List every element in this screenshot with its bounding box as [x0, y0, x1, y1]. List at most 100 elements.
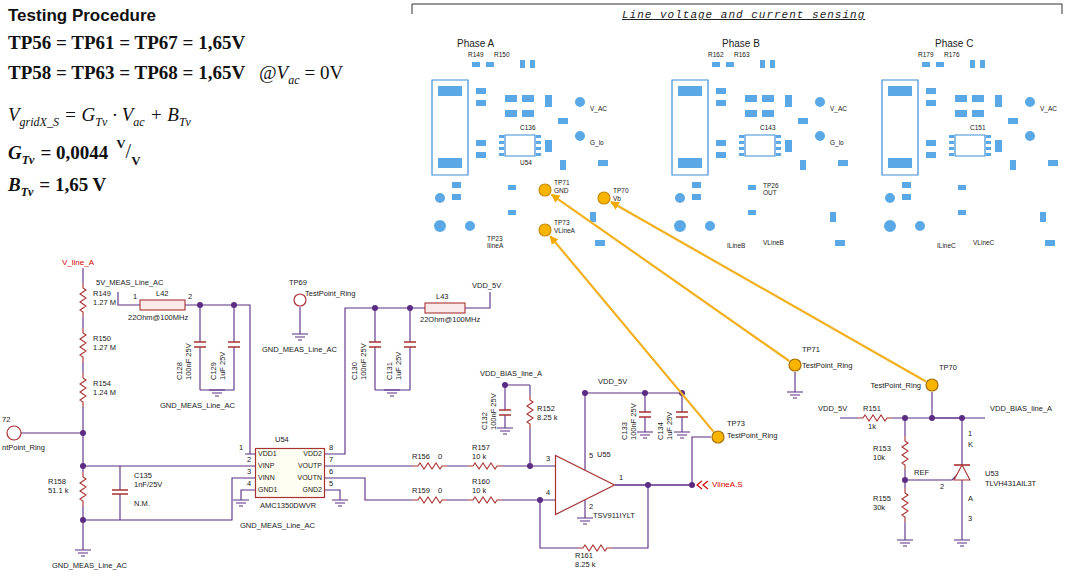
node-text: TestPoint_Ring	[305, 290, 355, 298]
wire-connector	[932, 392, 962, 430]
schematic-label: C128	[175, 362, 184, 380]
node-text: TestPoint_Ring	[727, 432, 777, 440]
node-text: VINP	[258, 462, 274, 470]
node-text: U55	[597, 451, 611, 459]
test-point: TP71TestPoint_Ring	[788, 358, 802, 372]
schematic-label: C132	[480, 412, 489, 430]
silkscreen-label: R163	[734, 52, 750, 59]
schematic-label: VDD_BIAS_line_A	[480, 370, 542, 378]
schematic-label: GND_MEAS_Line_AC	[160, 402, 235, 410]
node-text: TSV911IYLT	[593, 512, 635, 520]
pcb-test-point: TP73VLineA	[538, 223, 552, 237]
amp-outline	[555, 455, 615, 515]
op-amp-symbol: U55TSV911IYLT	[555, 455, 615, 515]
schematic-label: 30k	[873, 504, 885, 512]
schematic-label: R150	[93, 335, 111, 343]
net-label: V_line_A	[62, 258, 94, 267]
callout-arrow	[552, 195, 790, 361]
schematic-label: C134	[656, 422, 665, 440]
schematic-label: 2	[247, 456, 251, 464]
schematic-label: 1	[968, 430, 972, 438]
equation-text: + B	[150, 104, 179, 126]
port-arrow	[697, 481, 708, 489]
schematic-label: 1uF 25V	[218, 352, 227, 380]
schematic-label: GND_MEAS_Line_AC	[52, 562, 127, 570]
test-point	[7, 426, 21, 440]
silkscreen-label: C151	[970, 125, 986, 132]
schematic-label: 0	[438, 487, 442, 495]
equation-text: TP56 = TP61 = TP67 = 1,65V	[8, 32, 245, 54]
node-text: VOUTN	[298, 474, 323, 482]
equation-text: · V	[112, 104, 133, 126]
schematic-label: 1.27 M	[93, 299, 116, 307]
silkscreen-label: C143	[760, 125, 776, 132]
node-text: VDD1	[258, 450, 277, 458]
tp-outline	[925, 378, 939, 392]
test-point: TP70TestPoint_Ring	[925, 378, 939, 392]
schematic-label: L42	[156, 290, 169, 298]
callout-arrow	[550, 236, 713, 431]
unit-fraction: V	[116, 136, 125, 152]
schematic-label: C135	[134, 472, 152, 480]
schematic-label: 1	[133, 293, 137, 301]
equation-subscript: ac	[133, 115, 144, 130]
silkscreen-label: U54	[520, 160, 532, 167]
schematic-label: 4	[546, 489, 550, 497]
schematic-label: VDD_5V	[818, 405, 847, 413]
equation-text: B	[8, 174, 21, 196]
schematic-label: C131	[385, 362, 394, 380]
junction-dot	[80, 302, 965, 523]
tp-outline	[788, 358, 802, 372]
capacitor-symbol	[112, 342, 688, 494]
dot-outline	[597, 191, 611, 205]
isolated-amplifier-ic: U54VDD1VINPVINNGND1VDD2VOUTPVOUTNGND2AMC…	[255, 448, 325, 498]
schematic-label: R158	[48, 478, 66, 486]
schematic-label: 5	[329, 480, 333, 488]
schematic-label: 100nF 25V	[629, 403, 638, 440]
schematic-label: 5V_MEAS_Line_AC	[96, 279, 164, 287]
silkscreen-label: V_AC	[590, 106, 607, 113]
schematic-label: 2	[589, 503, 593, 511]
equation-subscript: Tv	[22, 153, 35, 168]
node-text: VINN	[258, 474, 275, 482]
schematic-label: R152	[537, 405, 555, 413]
silkscreen-label: ILineC	[937, 243, 956, 250]
schematic-label: 8.25 k	[575, 561, 595, 569]
schematic-label: L43	[436, 293, 449, 301]
ref-outline	[952, 430, 972, 540]
schematic-label: ntPoint_Ring	[2, 444, 45, 452]
schematic-label: 100nF 25V	[359, 343, 368, 380]
schematic-label: R151	[863, 405, 881, 413]
schematic-label: 1uF 25V	[665, 412, 674, 440]
node-text: GND2	[303, 486, 322, 494]
silkscreen-label: VLineC	[973, 240, 994, 247]
schematic-label: R159	[412, 487, 430, 495]
schematic-label: R157	[472, 444, 490, 452]
silkscreen-label: IlineA	[487, 243, 503, 250]
node-text: TP69	[289, 279, 307, 287]
equation-subscript: gridX_S	[20, 115, 59, 130]
silkscreen-label: R162	[708, 52, 724, 59]
heading: Testing Procedure	[8, 6, 156, 26]
node-text: TP73	[554, 220, 570, 227]
node-text: VDD2	[303, 450, 322, 458]
schematic-label: 5	[589, 452, 593, 460]
silkscreen-label: TP23	[487, 236, 503, 243]
unit-fraction: V	[131, 153, 140, 169]
ferrite-bead	[425, 303, 465, 313]
node-text: TP70	[613, 188, 629, 195]
silkscreen-label: G_io	[830, 140, 844, 147]
node-text: VLineA	[554, 228, 575, 235]
silkscreen-label: V_AC	[1040, 106, 1057, 113]
tp-outline	[711, 430, 725, 444]
node-text: TP71	[554, 180, 570, 187]
ferrite-bead	[140, 300, 185, 310]
node-text: TestPoint_Ring	[871, 382, 921, 390]
schematic-label: GND_MEAS_Line_AC	[240, 522, 315, 530]
silkscreen-label: OUT	[763, 190, 777, 197]
node-text: TestPoint_Ring	[802, 362, 852, 370]
test-point: TP69TestPoint_Ring	[293, 293, 307, 307]
schematic-label: 1	[239, 444, 243, 452]
equation-subscript: Tv	[95, 115, 107, 130]
